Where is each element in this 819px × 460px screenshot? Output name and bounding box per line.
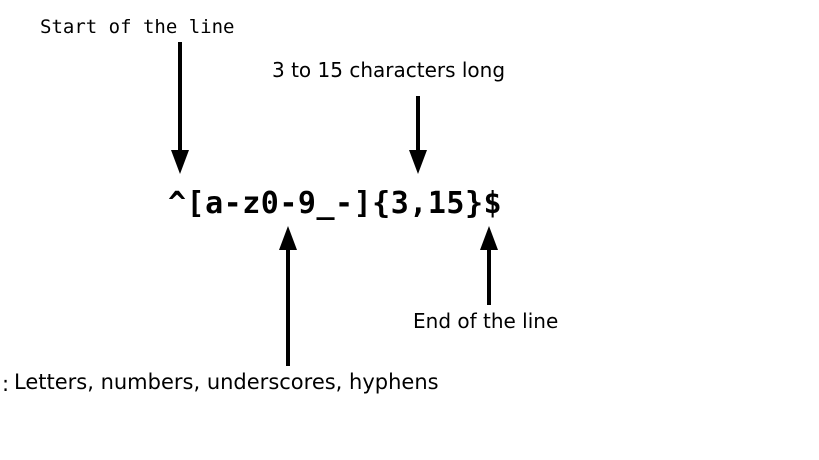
regex-pattern: ^[a-z0-9_-]{3,15}$ xyxy=(168,186,503,221)
arrow-end-of-line xyxy=(480,226,498,305)
annotation-length-quantifier: 3 to 15 characters long xyxy=(272,58,506,82)
leading-marker: : xyxy=(2,372,10,396)
annotation-character-class: Letters, numbers, underscores, hyphens xyxy=(14,370,439,394)
annotation-end-of-line: End of the line xyxy=(413,309,559,333)
arrow-length-quantifier xyxy=(409,96,427,174)
arrow-start-of-line xyxy=(171,42,189,174)
arrow-character-class xyxy=(279,226,297,366)
annotation-start-of-line: Start of the line xyxy=(40,16,235,38)
